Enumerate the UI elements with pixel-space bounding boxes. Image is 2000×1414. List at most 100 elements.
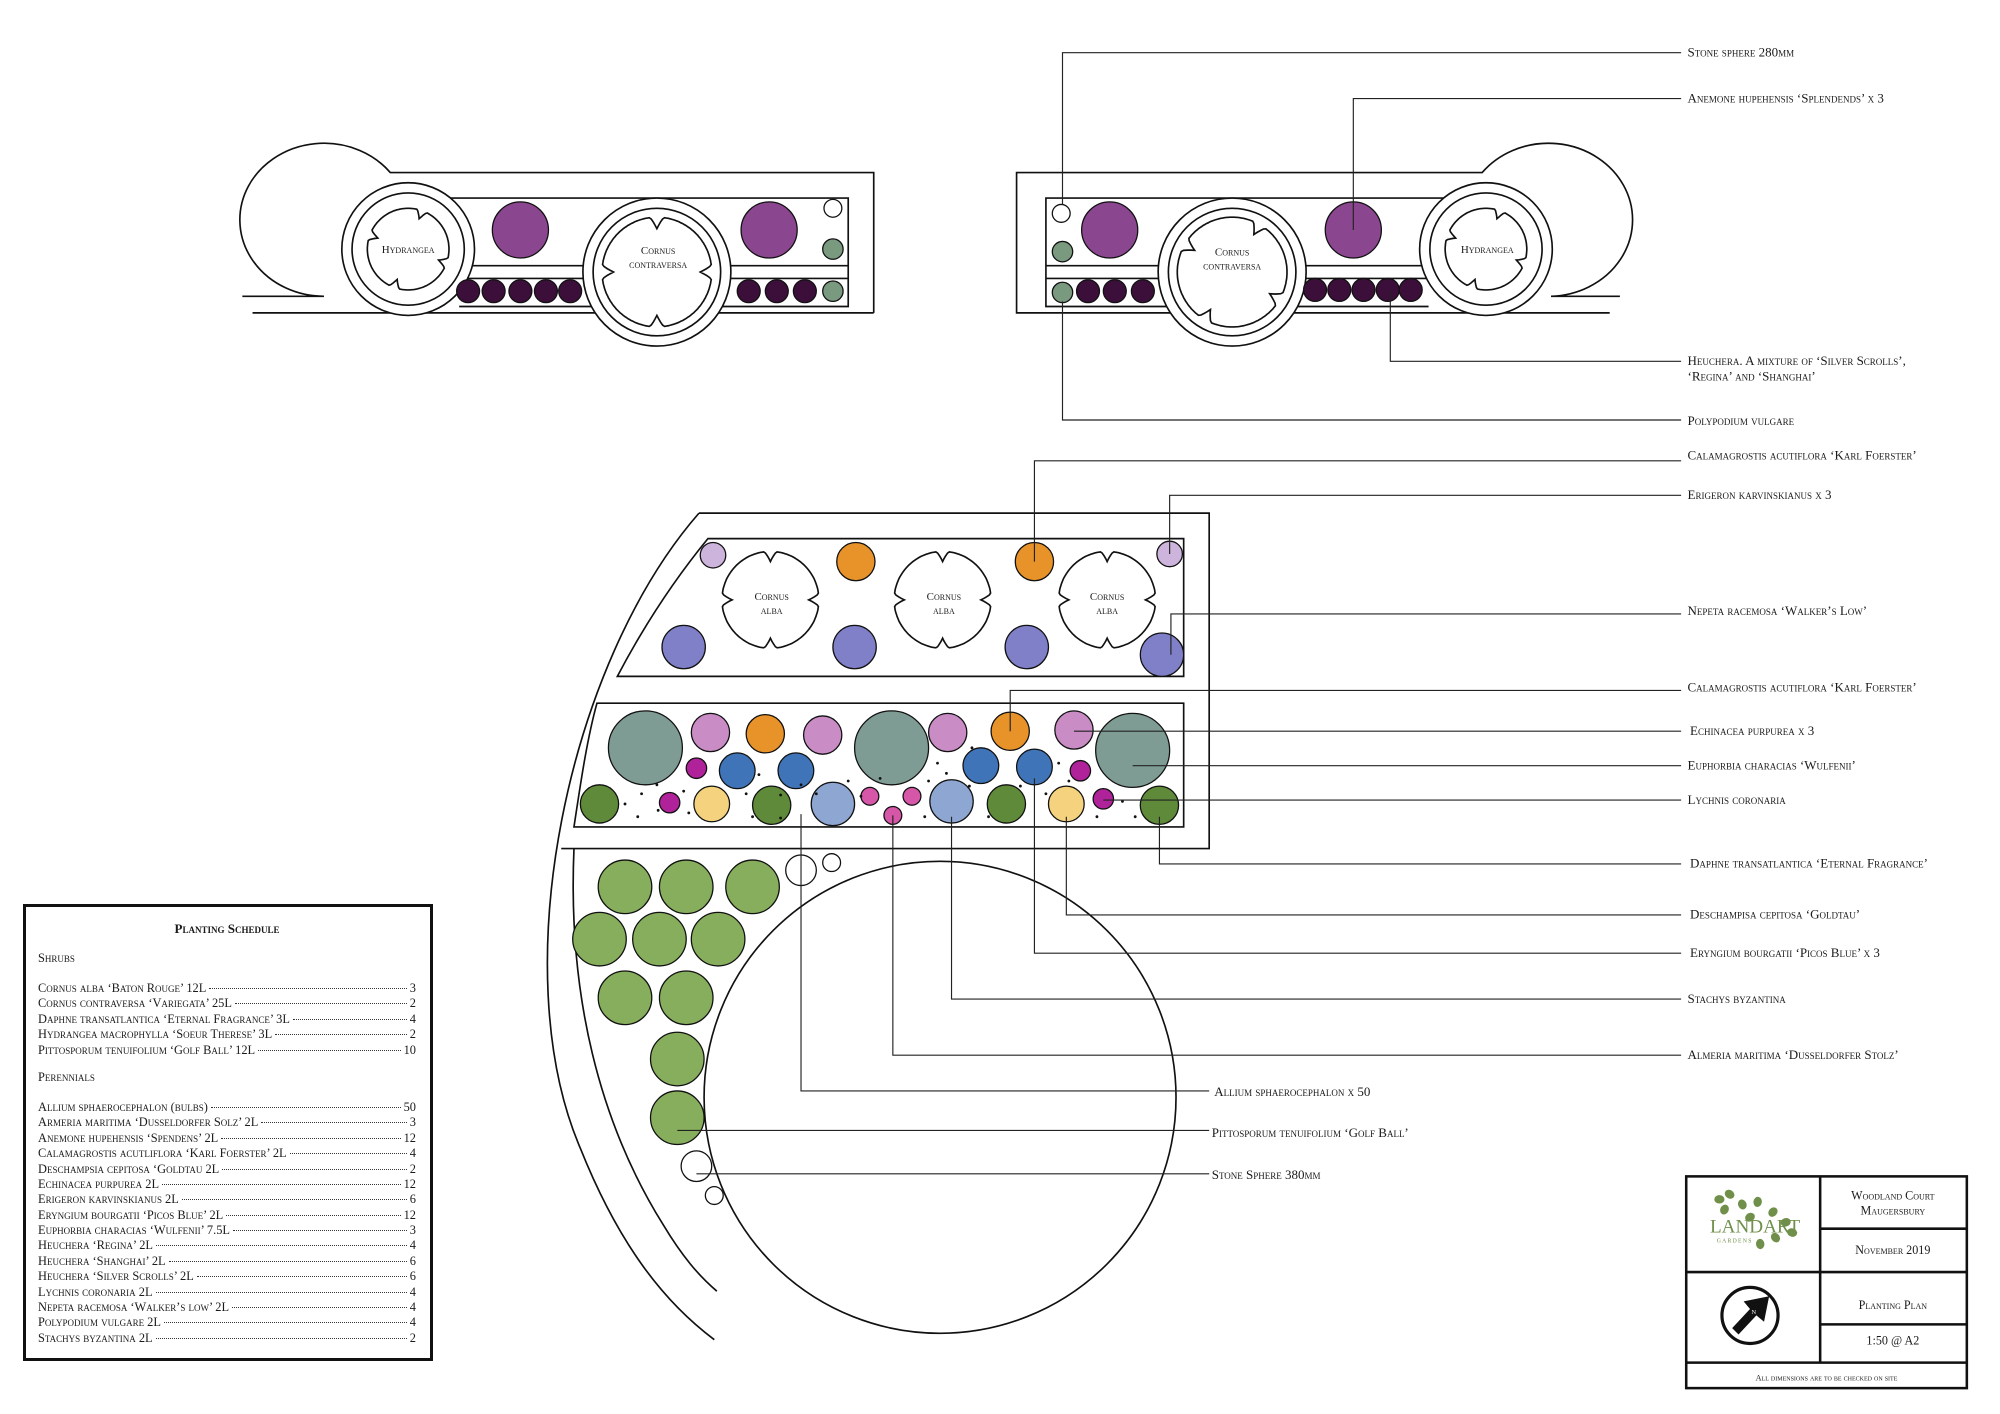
- plant-name: Eryngium bourgatii ‘Picos Blue’ 2L: [38, 1207, 224, 1222]
- heuchera-plant: [1130, 279, 1155, 304]
- polypodium-plant: [1051, 240, 1074, 263]
- gravel-dot: [970, 746, 974, 750]
- gravel-dot: [878, 777, 882, 780]
- dot-leader: [163, 1322, 407, 1324]
- ivy-leaf: [1745, 1212, 1755, 1222]
- nepeta-callout: Nepeta racemosa ‘Walker’s Low’: [1688, 603, 1868, 618]
- calamagrostis-1-callout: Calamagrostis acutiflora ‘Karl Foerster’: [1688, 448, 1917, 463]
- eryngium-plant: [777, 752, 815, 790]
- plant-name: Erigeron karvinskianus 2L: [38, 1192, 179, 1207]
- stachys-leader-line: [950, 816, 1682, 1000]
- calamagrostis-1-leader-line: [1033, 460, 1682, 562]
- polypodium-plant: [822, 238, 844, 260]
- gravel-dot: [923, 815, 927, 819]
- schedule-row: Hydrangea macrophylla ‘Soeur Therese’ 3L…: [38, 1027, 416, 1042]
- ivy-leaf: [1714, 1195, 1725, 1204]
- plant-quantity: 12: [403, 1207, 416, 1222]
- nepeta-plant: [1004, 624, 1050, 670]
- gravel-dot: [859, 794, 863, 798]
- hydrangea-shrub: [1444, 207, 1528, 291]
- plant-name: Allium sphaerocephalon (bulbs): [38, 1099, 208, 1114]
- top-left-bed-outer: [239, 142, 875, 314]
- gravel-dot: [656, 808, 660, 812]
- gravel-dot: [636, 815, 640, 819]
- plant-quantity: 3: [409, 981, 416, 995]
- cornus-label: Cornus: [927, 591, 961, 603]
- cornus-label: Cornus: [1090, 591, 1124, 603]
- ivy-leaf: [1780, 1218, 1791, 1227]
- dot-leader: [156, 1245, 407, 1247]
- ivy-leaf: [1768, 1207, 1778, 1217]
- heuchera-2-callout: ‘Regina’ and ‘Shanghai’: [1688, 368, 1816, 383]
- heuchera-plant: [1398, 277, 1423, 303]
- title-block-frame: [1684, 1175, 1969, 1390]
- pittosporum-plant: [649, 1090, 705, 1146]
- euphorbia-plant: [853, 710, 930, 786]
- calamagrostis-plant: [836, 541, 876, 582]
- north-arrow-icon: N: [1720, 1285, 1780, 1346]
- dot-leader: [234, 1003, 407, 1005]
- plant-quantity: 2: [409, 996, 416, 1011]
- heuchera-plant: [558, 279, 583, 304]
- gravel-dot: [1067, 779, 1071, 783]
- stone-sphere: [680, 1150, 713, 1183]
- gravel-dot: [687, 811, 691, 815]
- stone-sphere: [823, 198, 843, 218]
- schedule-row: Calamagrostis acutliflora ‘Karl Foerster…: [38, 1146, 416, 1161]
- eryngium-plant: [718, 752, 756, 790]
- polypodium-plant: [822, 280, 844, 303]
- ivy-leaves-icon: [1714, 1189, 1798, 1250]
- tree-rings: [341, 181, 1554, 649]
- ivy-leaf: [1720, 1204, 1729, 1215]
- gravel-dot: [640, 792, 643, 796]
- north-label: N: [1752, 1309, 1757, 1316]
- eryngium-plant: [962, 747, 1000, 785]
- plant-quantity: 4: [409, 1315, 416, 1330]
- pittosporum-plant: [597, 859, 653, 915]
- drawing-title: Planting Plan: [1859, 1298, 1928, 1312]
- plant-name: Cornus contraversa ‘Variegata’ 25L: [38, 996, 232, 1011]
- eryngium-leader-line: [1033, 778, 1682, 954]
- euphorbia-plant: [607, 710, 684, 786]
- heuchera-plant: [1375, 277, 1400, 303]
- heuchera-plant: [1302, 277, 1328, 303]
- cornus-alba-shrub: [1058, 551, 1156, 649]
- dot-leader: [221, 1137, 401, 1139]
- gravel-dot: [1133, 815, 1137, 819]
- plant-name: Cornus alba ‘Baton Rouge’ 12L: [38, 981, 207, 995]
- shrubs-heading: Shrubs: [38, 951, 75, 965]
- plant-quantity: 4: [409, 1011, 416, 1026]
- plant-quantity: 4: [409, 1300, 416, 1315]
- pittosporum-plant: [658, 859, 714, 915]
- cornus-label: Cornus: [1215, 246, 1249, 258]
- gravel-dot: [1019, 784, 1022, 788]
- plant-quantity: 6: [409, 1253, 416, 1268]
- dot-leader: [196, 1276, 407, 1278]
- plant-name: Polypodium vulgare 2L: [38, 1315, 161, 1330]
- cornus-label: Cornus: [754, 591, 788, 603]
- dot-leader: [162, 1183, 401, 1185]
- dot-leader: [232, 1230, 407, 1232]
- gravel-dot: [927, 779, 930, 783]
- ivy-leaf: [1770, 1232, 1781, 1243]
- top-right-bed-outer: [1015, 142, 1634, 314]
- plant-name: Echinacea purpurea 2L: [38, 1176, 160, 1191]
- hydrangea-label-left: Hydrangea: [382, 244, 435, 256]
- drawing-scale: 1:50 @ A2: [1866, 1334, 1919, 1348]
- stone-sphere-280-callout: Stone sphere 280mm: [1688, 44, 1795, 59]
- perennials-heading: Perennials: [38, 1069, 95, 1084]
- schedule-row: Allium sphaerocephalon (bulbs)50: [38, 1100, 416, 1115]
- gravel-dot: [945, 771, 948, 775]
- plant-quantity: 2: [409, 1027, 416, 1042]
- cornus-alba-shrub: [721, 551, 820, 649]
- landart-logo: LANDART GARDENS: [1710, 1189, 1801, 1250]
- polypodium-leader-line: [1061, 301, 1682, 421]
- armeria-plant: [902, 786, 922, 806]
- lychnis-plant: [658, 791, 681, 814]
- schedule-row: Eryngium bourgatii ‘Picos Blue’ 2L 12: [38, 1208, 416, 1223]
